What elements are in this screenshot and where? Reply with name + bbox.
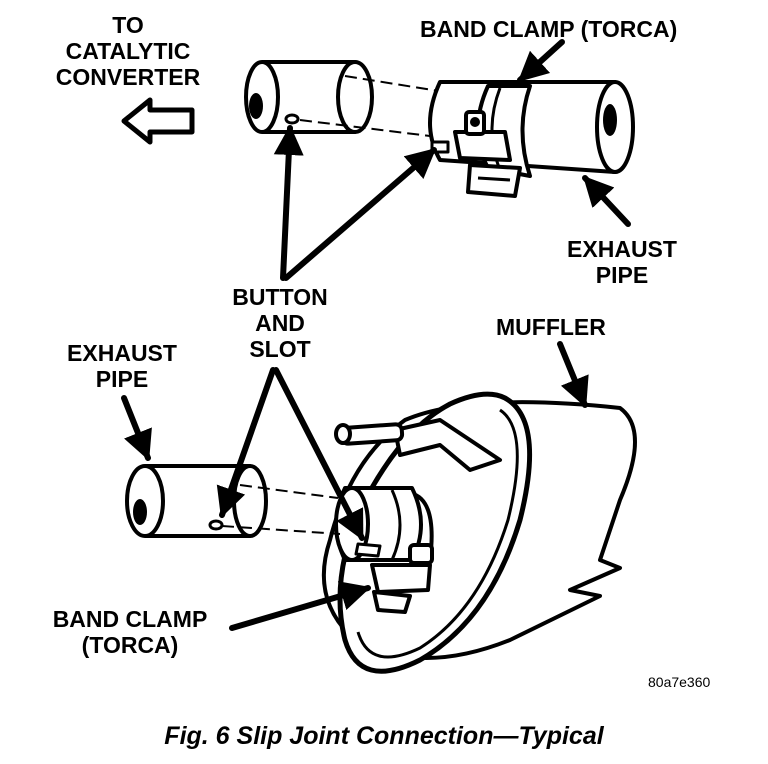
bottom-button [208,519,224,531]
bottom-pipe-end [125,464,165,538]
top-assembly [244,60,635,198]
callout-arrows [121,39,631,631]
bottom-slot [354,542,382,558]
label-exhaust-pipe-bottom: EXHAUST PIPE [52,340,192,392]
label-to-catalytic-line1: TO [112,12,144,38]
label-band-clamp-bottom-line2: (TORCA) [81,632,179,658]
label-exhaust-pipe-top-line2: PIPE [595,262,649,288]
label-exhaust-pipe-top: EXHAUST PIPE [552,236,692,288]
label-to-catalytic-line2: CATALYTIC [65,38,191,64]
label-band-clamp-top: BAND CLAMP (TORCA) [420,16,678,42]
bottom-assembly [125,391,637,674]
label-button-and-slot: BUTTON AND SLOT [210,284,350,362]
figure-caption: Fig. 6 Slip Joint Connection—Typical [164,722,604,750]
label-exhaust-pipe-bottom-line1: EXHAUST [67,340,177,366]
label-band-clamp-bottom-line1: BAND CLAMP [52,606,208,632]
label-button-and-slot-line1: BUTTON [232,284,328,310]
label-muffler: MUFFLER [496,314,606,340]
direction-arrow [121,97,195,145]
label-band-clamp-bottom: BAND CLAMP (TORCA) [30,606,230,658]
label-button-and-slot-line2: AND [255,310,305,336]
top-clamp-flange [453,130,512,162]
top-left-pipe-opening [336,60,374,134]
muffler-hanger [393,418,502,472]
top-left-pipe-end [244,60,280,134]
top-button [284,113,300,125]
label-exhaust-pipe-bottom-line2: PIPE [95,366,149,392]
bottom-pipe-opening [232,464,268,538]
figure-code: 80a7e360 [648,674,711,690]
label-to-catalytic-line3: CONVERTER [55,64,201,90]
label-button-and-slot-line3: SLOT [249,336,311,362]
label-exhaust-pipe-top-line1: EXHAUST [567,236,677,262]
bottom-clamp-flange [370,563,432,594]
label-to-catalytic-converter: TO CATALYTIC CONVERTER [38,12,218,90]
